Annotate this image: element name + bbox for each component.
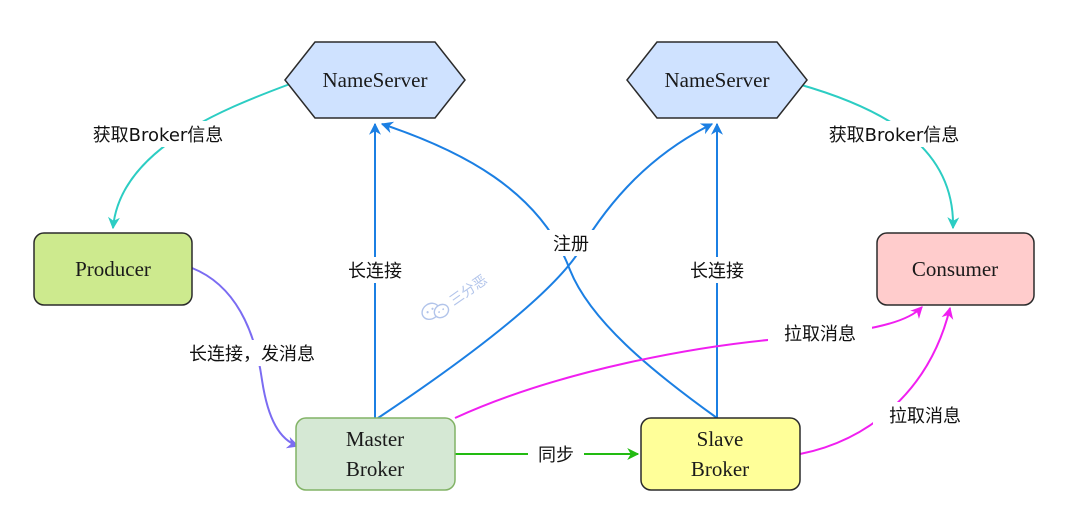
label-get-broker-info-right: 获取Broker信息 <box>829 125 960 146</box>
master-broker-node: Master Broker <box>295 417 456 491</box>
label-get-broker-info-left: 获取Broker信息 <box>93 125 224 146</box>
nameserver-left-node: NameServer <box>284 41 466 119</box>
label-long-connection-left: 长连接 <box>348 261 402 282</box>
nameserver-right-label: NameServer <box>665 68 770 92</box>
edge-labels: 获取Broker信息 获取Broker信息 注册 长连接 长连接 长连接，发消息… <box>84 121 977 468</box>
consumer-node: Consumer <box>876 232 1035 306</box>
wechat-icon <box>421 302 450 321</box>
edge-master-to-consumer <box>454 306 923 419</box>
master-broker-label-line2: Broker <box>346 457 404 481</box>
edge-nameserver-right-to-consumer <box>797 83 960 230</box>
label-pull-message-slave: 拉取消息 <box>889 406 961 427</box>
master-broker-label-line1: Master <box>346 427 404 451</box>
label-sync: 同步 <box>538 445 574 466</box>
watermark-text: 三分恶 <box>447 272 491 309</box>
label-long-connection-right: 长连接 <box>690 261 744 282</box>
producer-label: Producer <box>75 257 151 281</box>
nameserver-right-node: NameServer <box>626 41 808 119</box>
slave-broker-label-line2: Broker <box>691 457 749 481</box>
edge-master-to-nameserver-right <box>377 123 714 419</box>
label-pull-message-master: 拉取消息 <box>784 324 856 345</box>
edge-slave-to-nameserver-left <box>380 121 718 419</box>
edge-nameserver-left-to-producer <box>108 83 291 230</box>
edge-producer-to-master <box>191 267 300 449</box>
consumer-label: Consumer <box>912 257 998 281</box>
producer-node: Producer <box>33 232 193 306</box>
watermark: 三分恶 <box>421 272 491 321</box>
slave-broker-node: Slave Broker <box>640 417 801 491</box>
slave-broker-label-line1: Slave <box>697 427 744 451</box>
nameserver-left-label: NameServer <box>323 68 428 92</box>
label-producer-send: 长连接，发消息 <box>189 344 315 365</box>
label-register: 注册 <box>553 234 589 255</box>
